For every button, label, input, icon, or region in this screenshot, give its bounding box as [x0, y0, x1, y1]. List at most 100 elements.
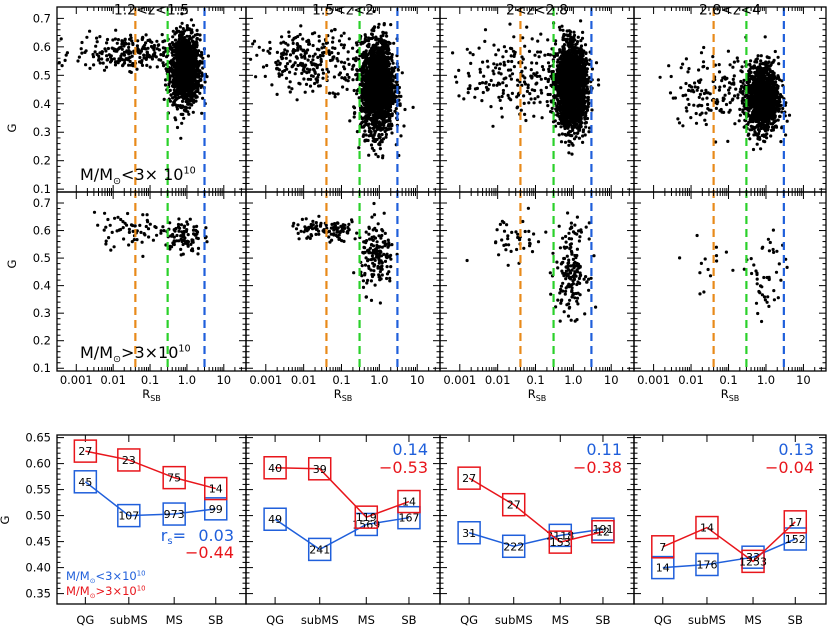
scatter-point [190, 89, 194, 93]
scatter-point [372, 89, 376, 93]
scatter-point [386, 52, 390, 56]
scatter-point [177, 95, 181, 100]
scatter-point [162, 97, 166, 101]
scatter-point [328, 58, 333, 63]
scatter-point [255, 53, 259, 57]
scatter-point [200, 71, 204, 75]
scatter-point [205, 75, 209, 79]
scatter-point [189, 63, 193, 67]
scatter-point [567, 151, 571, 155]
scatter-point [123, 38, 127, 42]
scatter-point [374, 63, 378, 67]
scatter-point [180, 30, 184, 34]
scatter-point [561, 28, 565, 32]
scatter-point [301, 37, 305, 41]
scatter-point [270, 83, 274, 87]
scatter-point [178, 33, 182, 38]
scatter-point [313, 71, 317, 75]
scatter-point [378, 79, 382, 83]
scatter-point [191, 64, 196, 68]
scatter-point [80, 51, 84, 55]
scatter-point [178, 56, 182, 60]
scatter-point [175, 56, 179, 60]
scatter-point [394, 95, 398, 99]
scatter-point [105, 41, 109, 45]
scatter-point [104, 49, 108, 53]
scatter-point [175, 29, 179, 33]
scatter-point [363, 87, 368, 91]
scatter-point [572, 131, 577, 135]
scatter-point [284, 52, 288, 56]
scatter-point [191, 99, 195, 103]
scatter-point [171, 29, 175, 33]
scatter-point [203, 80, 207, 84]
scatter-point [181, 27, 185, 31]
scatter-point [304, 82, 309, 86]
scatter-point [579, 19, 583, 23]
scatter-point [182, 116, 186, 120]
scatter-point [150, 40, 154, 44]
scatter-point [362, 50, 366, 54]
scatter-point [198, 69, 202, 73]
scatter-point [300, 55, 304, 59]
scatter-point [298, 63, 302, 67]
scatter-point [195, 32, 199, 37]
scatter-point [384, 31, 388, 35]
scatter-point [174, 91, 178, 95]
scatter-point [307, 70, 311, 74]
scatter-point [188, 44, 192, 48]
scatter-point [105, 58, 109, 62]
scatter-point [377, 22, 381, 26]
scatter-point [380, 112, 384, 116]
scatter-point [252, 39, 257, 43]
scatter-point [379, 96, 383, 100]
scatter-point [143, 46, 147, 51]
scatter-point [352, 88, 356, 93]
scatter-point [107, 53, 111, 57]
scatter-point [119, 54, 123, 58]
scatter-point [342, 31, 346, 35]
scatter-point [318, 53, 323, 58]
scatter-point [174, 98, 178, 102]
scatter-point [333, 95, 337, 99]
scatter-point [131, 41, 135, 46]
scatter-point [159, 53, 163, 57]
scatter-point [346, 57, 350, 61]
scatter-point [291, 38, 295, 42]
scatter-cloud-upper-0 [57, 12, 210, 140]
scatter-point [359, 108, 363, 112]
scatter-point [182, 56, 186, 60]
scatter-point [572, 30, 576, 34]
scatter-point [104, 65, 109, 69]
scatter-point [366, 90, 371, 94]
scatter-point [179, 80, 184, 84]
scatter-point [185, 54, 189, 59]
scatter-point [300, 71, 304, 75]
scatter-point [292, 63, 296, 67]
scatter-point [64, 53, 68, 57]
scatter-point [379, 74, 383, 78]
scatter-point [380, 140, 384, 144]
scatter-point [84, 49, 88, 53]
scatter-point [368, 111, 372, 115]
scatter-point [265, 63, 269, 68]
scatter-point [163, 39, 167, 43]
scatter-point [371, 27, 375, 31]
scatter-point [311, 74, 315, 78]
scatter-point [140, 63, 145, 67]
scatter-point [362, 75, 366, 79]
scatter-point [148, 55, 153, 59]
scatter-point [298, 32, 302, 37]
scatter-point [557, 133, 561, 137]
scatter-point [115, 41, 119, 45]
scatter-point [403, 107, 407, 112]
scatter-point [355, 68, 359, 72]
scatter-point [283, 48, 287, 52]
scatter-point [121, 64, 125, 68]
scatter-point [114, 28, 118, 32]
scatter-point [390, 112, 394, 116]
scatter-point [381, 99, 385, 103]
scatter-point [389, 127, 393, 131]
scatter-point [391, 61, 395, 65]
